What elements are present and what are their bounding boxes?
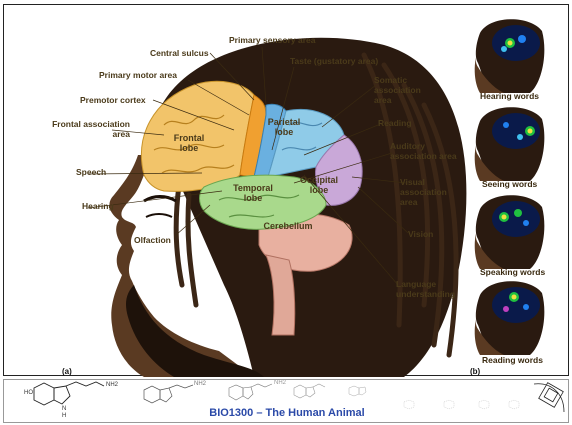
caption-seeing-words: Seeing words	[482, 179, 537, 189]
label-primary-motor-area: Primary motor area	[99, 70, 177, 80]
molecule-label-nh2-a: NH2	[106, 382, 118, 388]
label-olfaction: Olfaction	[134, 235, 171, 245]
label-reading: Reading	[378, 118, 412, 128]
pet-scan-seeing	[470, 101, 548, 181]
molecule-label-nh2-c: NH2	[274, 380, 286, 386]
molecule-label-nh2-b: NH2	[194, 381, 206, 387]
label-frontal-association-area: Frontal association area	[52, 119, 130, 139]
lobe-temporal: Temporal lobe	[230, 183, 276, 203]
molecule-label-ho: HO	[24, 390, 33, 396]
footer-title: BIO1300 – The Human Animal	[4, 407, 569, 419]
label-language-understanding: Language understanding	[396, 279, 460, 299]
lobe-frontal: Frontal lobe	[172, 133, 206, 153]
label-vision: Vision	[408, 229, 433, 239]
label-somatic-association-area: Somatic association area	[374, 75, 436, 105]
lobe-cerebellum: Cerebellum	[258, 221, 318, 231]
label-visual-association-area: Visual association area	[400, 177, 450, 207]
panel-a-letter: (a)	[62, 367, 72, 376]
pet-scan-hearing	[470, 13, 548, 93]
lobe-parietal: Parietal lobe	[264, 117, 304, 137]
pet-scan-speaking	[470, 189, 548, 269]
figure-frame: Central sulcus Primary sensory area Tast…	[3, 4, 569, 376]
label-auditory-association-area: Auditory association area	[390, 141, 462, 161]
label-primary-sensory-area: Primary sensory area	[229, 35, 315, 45]
label-hearing: Hearing	[82, 201, 114, 211]
label-taste: Taste (gustatory area)	[290, 56, 378, 66]
pet-scan-reading	[470, 275, 548, 355]
panel-b-letter: (b)	[470, 367, 480, 376]
footer-banner: HO NH2 N H NH2 NH2 BIO1300 – The Human A…	[3, 379, 569, 423]
lobe-occipital: Occipital lobe	[299, 175, 339, 195]
caption-reading-words: Reading words	[482, 355, 543, 365]
label-central-sulcus: Central sulcus	[150, 48, 209, 58]
caption-hearing-words: Hearing words	[480, 91, 539, 101]
label-premotor-cortex: Premotor cortex	[80, 95, 146, 105]
label-speech: Speech	[76, 167, 106, 177]
